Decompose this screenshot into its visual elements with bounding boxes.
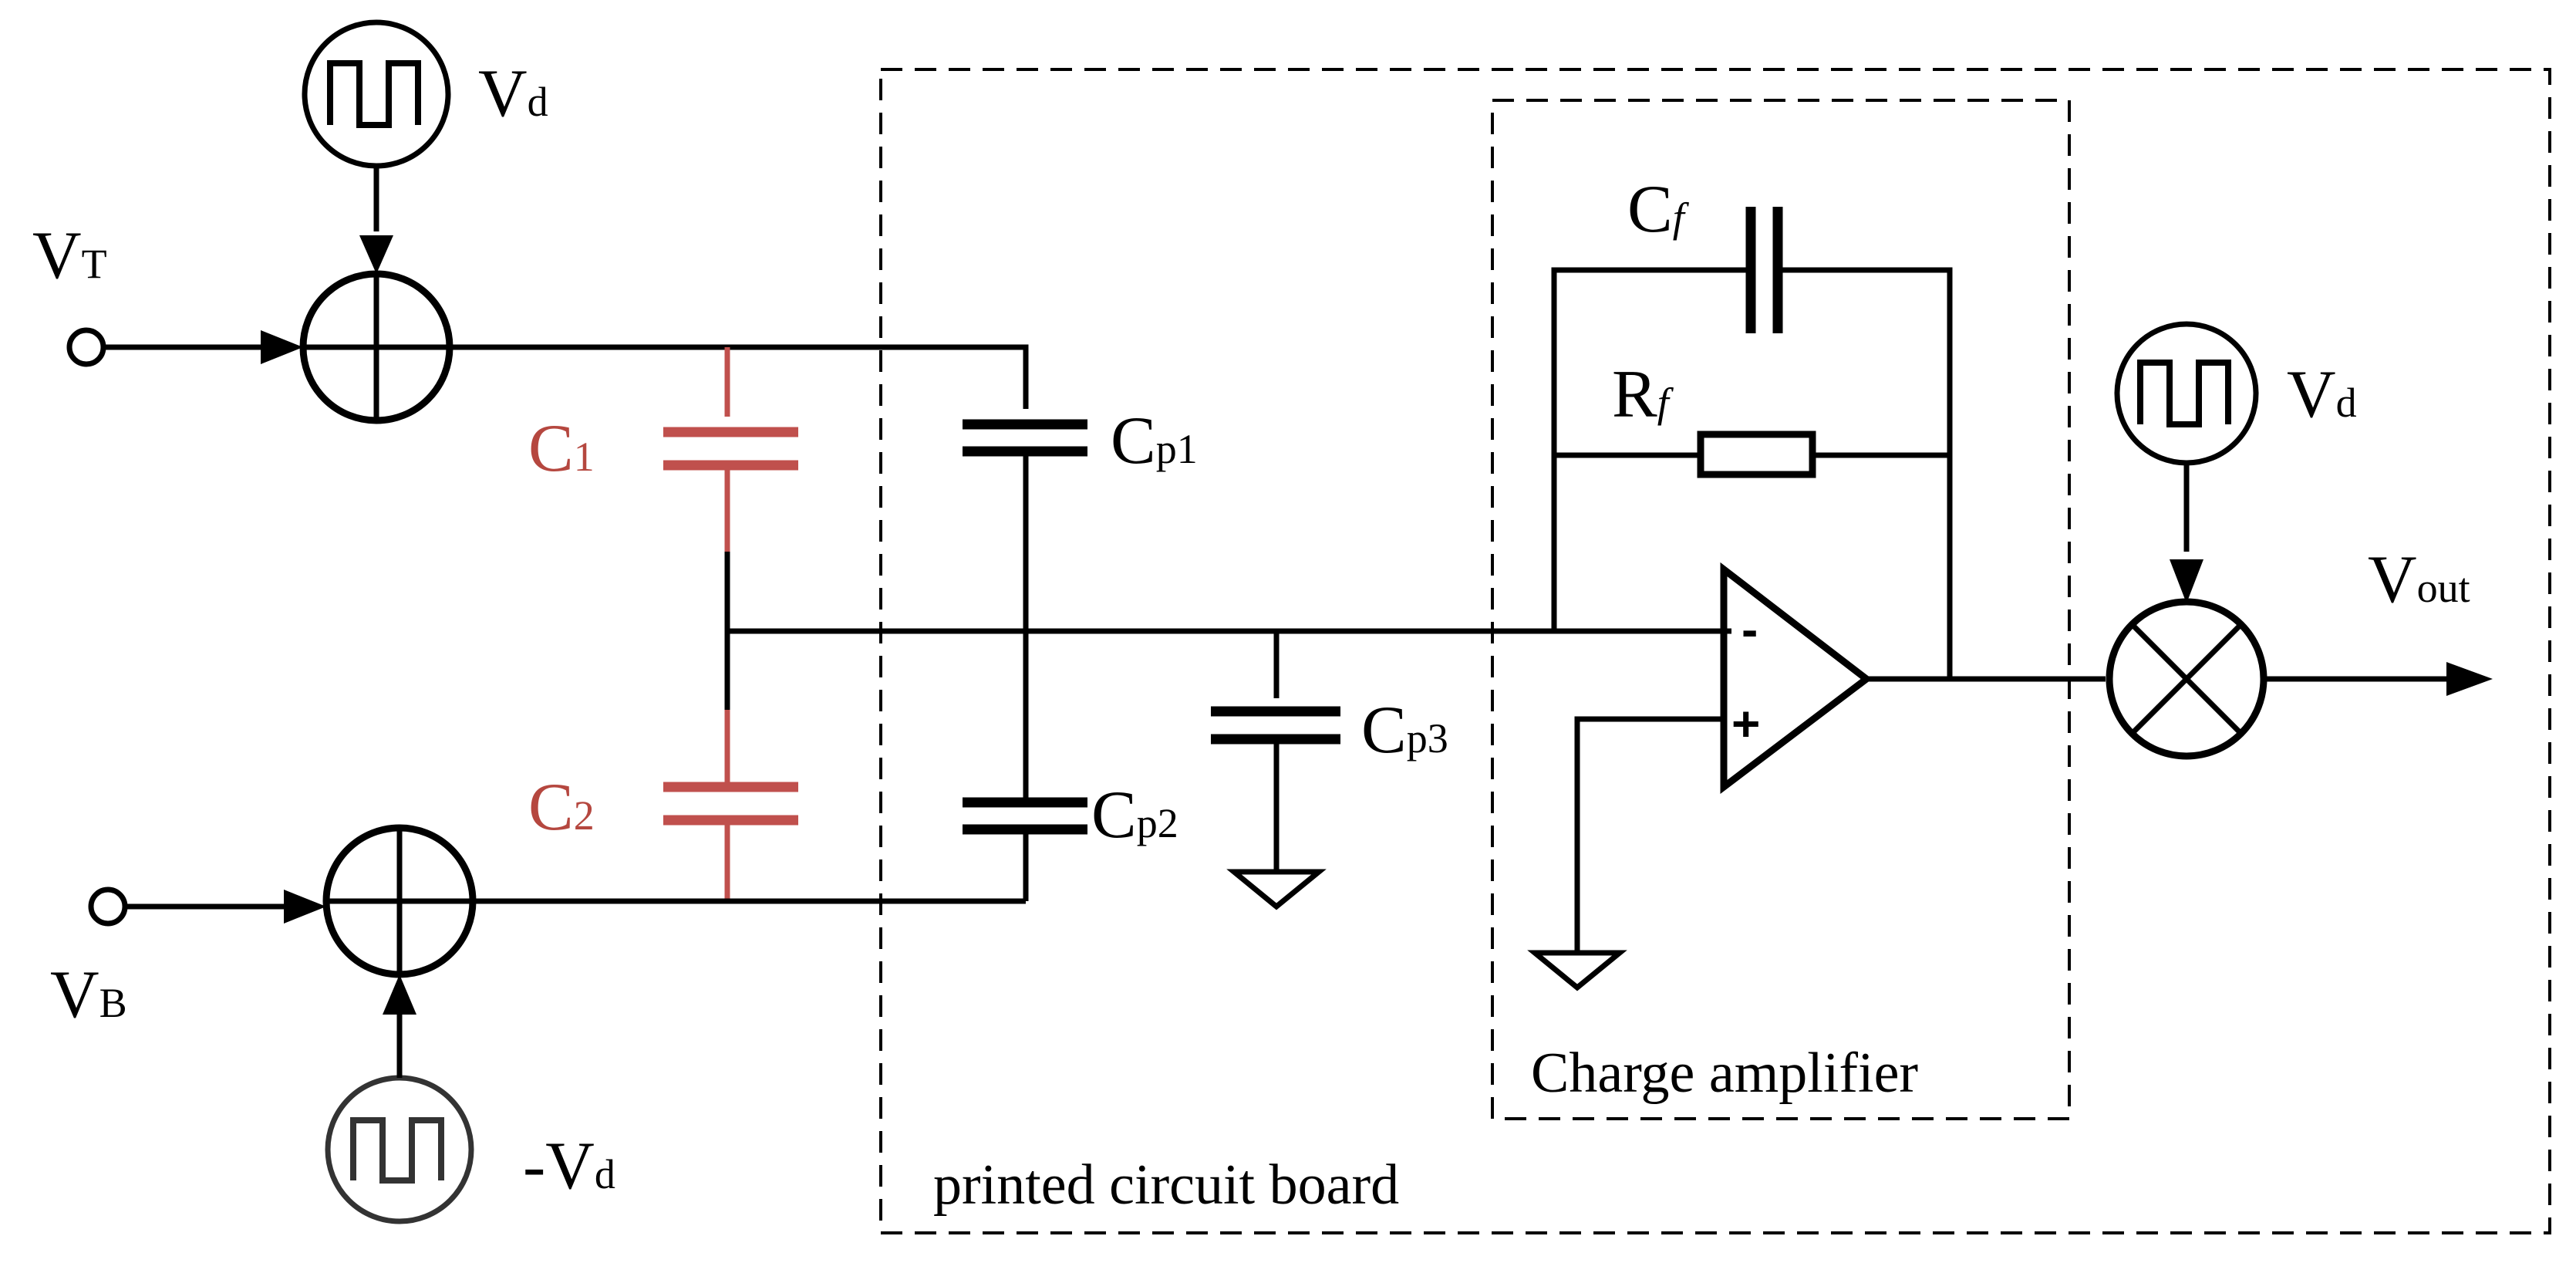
- opamp-minus-label: -: [1741, 602, 1758, 657]
- vd-top-label: Vd: [478, 56, 548, 131]
- bottom-summing-junction-icon: [322, 824, 477, 978]
- vd-right-source-icon: [2114, 321, 2259, 466]
- cp2-capacitor-icon: [963, 797, 1087, 835]
- pcb-label: printed circuit board: [933, 1153, 1399, 1217]
- pcb-boundary: [879, 68, 2551, 1234]
- c2-capacitor-icon: [663, 782, 798, 826]
- c2-label: C2: [528, 770, 595, 845]
- arrow-head: [261, 330, 303, 364]
- c1-capacitor-icon: [663, 427, 798, 471]
- rf-resistor-icon: [1697, 431, 1816, 478]
- op-amp-icon: [1720, 562, 1873, 795]
- multiplier-icon: [2106, 598, 2267, 760]
- vt-terminal-icon: [66, 327, 106, 367]
- charge-amplifier-label: Charge amplifier: [1531, 1042, 1918, 1105]
- cp2-label: Cp2: [1091, 778, 1178, 853]
- vout-arrow-head: [2446, 662, 2493, 696]
- arrow-head: [2170, 559, 2203, 603]
- cp1-capacitor-icon: [963, 419, 1087, 457]
- rf-label: Rf: [1612, 357, 1674, 432]
- vb-terminal-icon: [88, 886, 128, 927]
- vd-top-source-icon: [302, 19, 451, 169]
- vb-label: VB: [50, 957, 127, 1032]
- cp3-ground-icon: [1226, 869, 1327, 910]
- vd-right-label: Vd: [2287, 357, 2357, 432]
- arrow-head: [284, 890, 326, 924]
- opamp-ground-icon: [1527, 950, 1627, 991]
- vt-label: VT: [32, 218, 107, 293]
- cf-capacitor-icon: [1745, 207, 1783, 333]
- arrow-head: [383, 974, 416, 1015]
- top-summing-junction-icon: [299, 270, 453, 424]
- vd-bottom-label: -Vd: [523, 1129, 615, 1204]
- cp3-capacitor-icon: [1211, 706, 1340, 745]
- opamp-plus-label: +: [1731, 696, 1760, 751]
- vout-label: Vout: [2368, 542, 2470, 617]
- c1-label: C1: [528, 411, 595, 486]
- charge-amplifier-boundary: [1491, 99, 2071, 1120]
- cp1-label: Cp1: [1111, 404, 1198, 478]
- vd-bottom-source-icon: [325, 1075, 474, 1224]
- arrow-head: [359, 235, 393, 274]
- cp3-label: Cp3: [1361, 693, 1448, 768]
- cf-label: Cf: [1627, 172, 1690, 247]
